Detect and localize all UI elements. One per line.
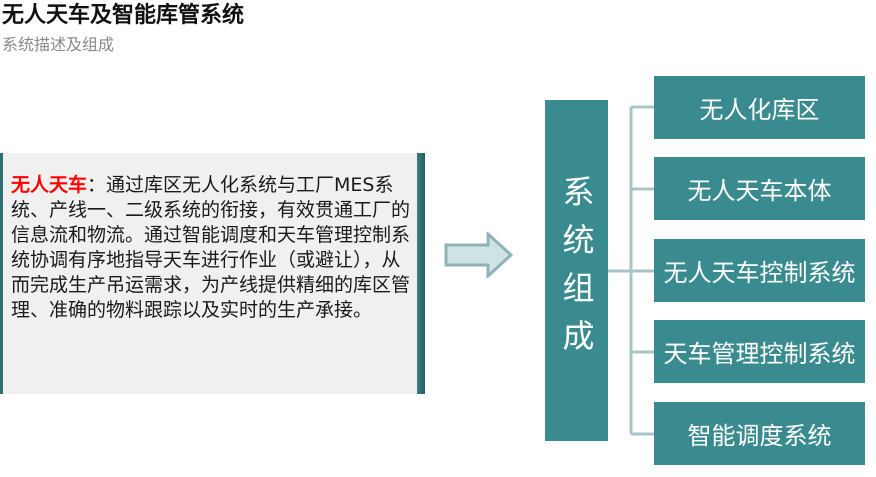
description-body: 通过库区无人化系统与工厂MES系统、产线一、二级系统的衔接，有效贯通工厂的信息流… [11, 174, 411, 321]
page-subtitle: 系统描述及组成 [2, 35, 115, 54]
component-box: 无人天车控制系统 [654, 239, 865, 302]
system-composition-box: 系统组成 [545, 100, 608, 441]
component-box: 无人天车本体 [654, 157, 865, 220]
description-separator: ： [87, 174, 107, 196]
description-term: 无人天车 [11, 174, 88, 196]
component-box: 天车管理控制系统 [654, 320, 865, 383]
page-title: 无人天车及智能库管系统 [2, 3, 245, 28]
component-box: 智能调度系统 [654, 402, 865, 465]
right-arrow-icon [444, 232, 514, 278]
component-box: 无人化库区 [654, 76, 865, 139]
description-text: 无人天车：通过库区无人化系统与工厂MES系统、产线一、二级系统的衔接，有效贯通工… [11, 173, 411, 323]
tree-connector [608, 105, 654, 436]
description-box: 无人天车：通过库区无人化系统与工厂MES系统、产线一、二级系统的衔接，有效贯通工… [0, 153, 425, 394]
system-composition-label: 系统组成 [557, 174, 596, 367]
